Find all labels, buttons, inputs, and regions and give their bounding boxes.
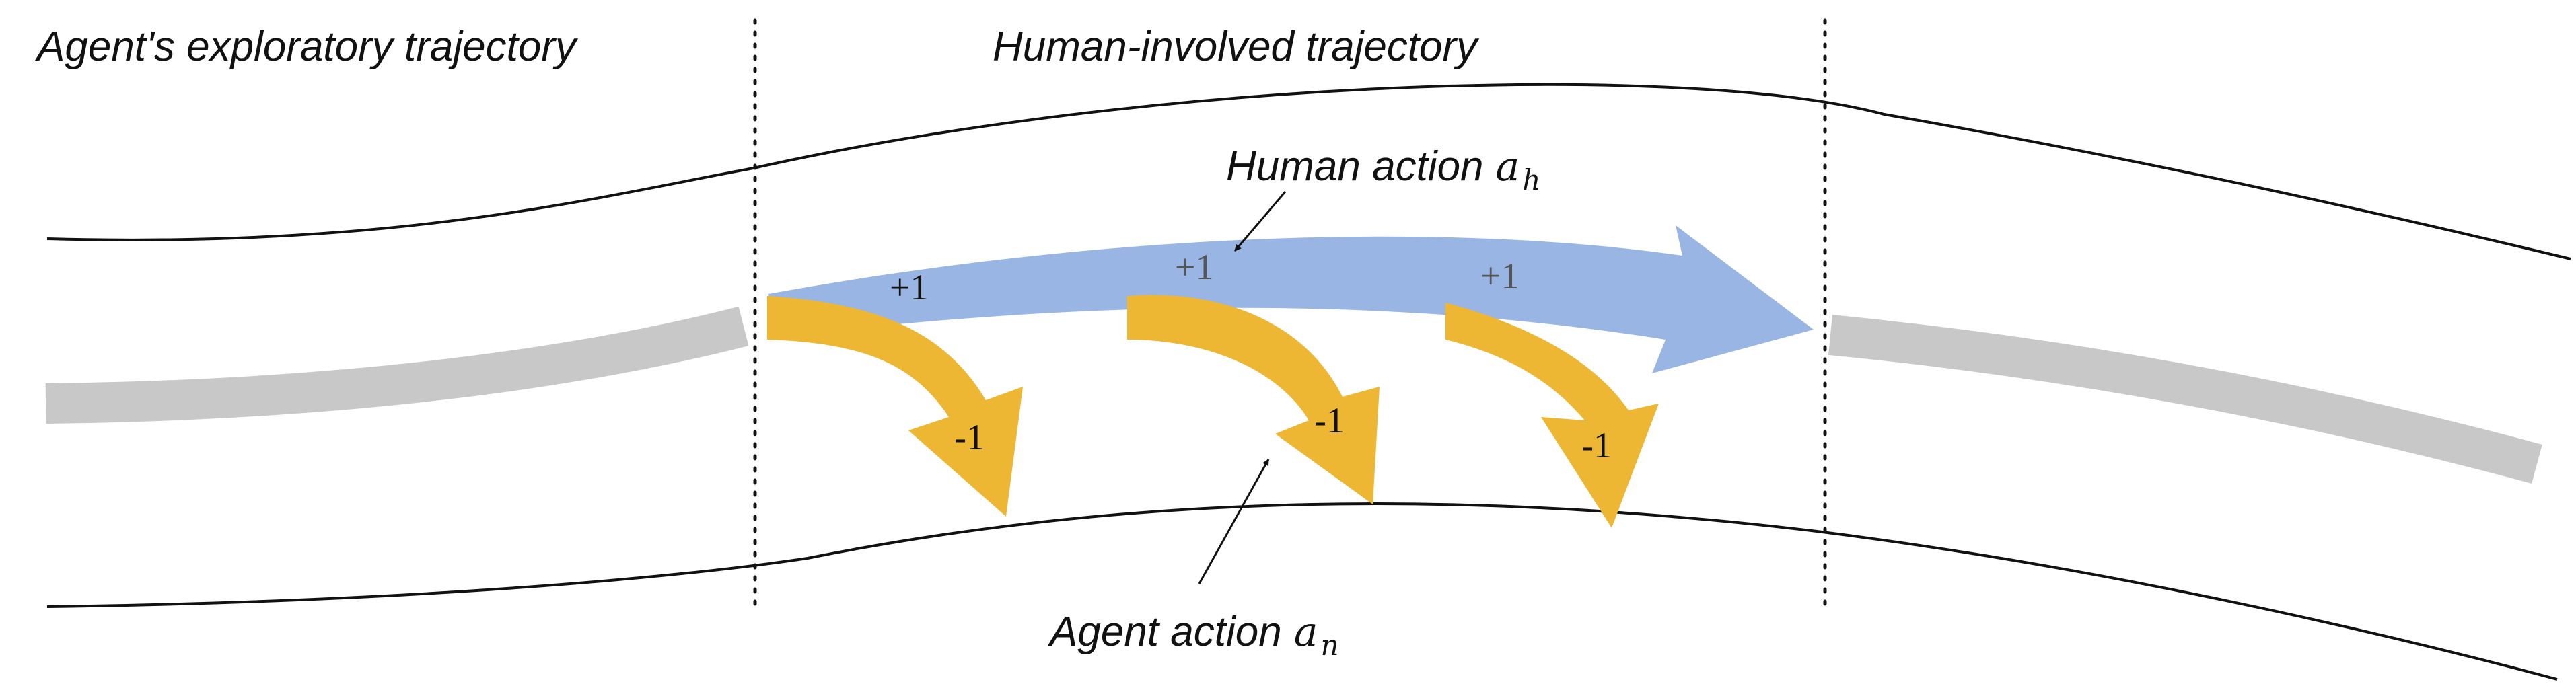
road-lower-edge (46, 502, 2558, 681)
agent-action-symbol: a (1294, 609, 1318, 656)
human-action-callout: Human action a h (1226, 143, 1540, 196)
reward-positive-2: +1 (1175, 247, 1213, 287)
reward-positive-1: +1 (890, 267, 928, 307)
agent-action-arrow-2 (1127, 295, 1380, 504)
agent-action-callout: Agent action a n (1047, 609, 1339, 662)
reward-negative-2: -1 (1314, 400, 1345, 441)
road-upper-edge (46, 83, 2571, 260)
human-action-pointer (1233, 191, 1287, 252)
reward-positive-3: +1 (1480, 256, 1519, 296)
human-action-subscript: h (1522, 163, 1540, 196)
human-involved-trajectory-title: Human-involved trajectory (993, 24, 1480, 70)
agent-action-subscript: n (1320, 629, 1338, 662)
agent-action-pointer (1198, 459, 1270, 584)
exploratory-trajectory-segment (45, 306, 749, 424)
post-intervention-trajectory-segment (1828, 315, 2542, 484)
exploratory-trajectory-title: Agent's exploratory trajectory (34, 24, 579, 70)
human-action-symbol: a (1496, 143, 1520, 190)
reward-negative-1: -1 (954, 417, 985, 457)
human-action-arrow (768, 225, 1814, 373)
agent-action-arrow-1 (767, 296, 1023, 517)
agent-action-arrow-3 (1445, 303, 1659, 528)
agent-action-label: Agent action (1047, 609, 1282, 655)
reward-negative-3: -1 (1581, 425, 1612, 465)
human-action-label: Human action (1226, 143, 1484, 190)
